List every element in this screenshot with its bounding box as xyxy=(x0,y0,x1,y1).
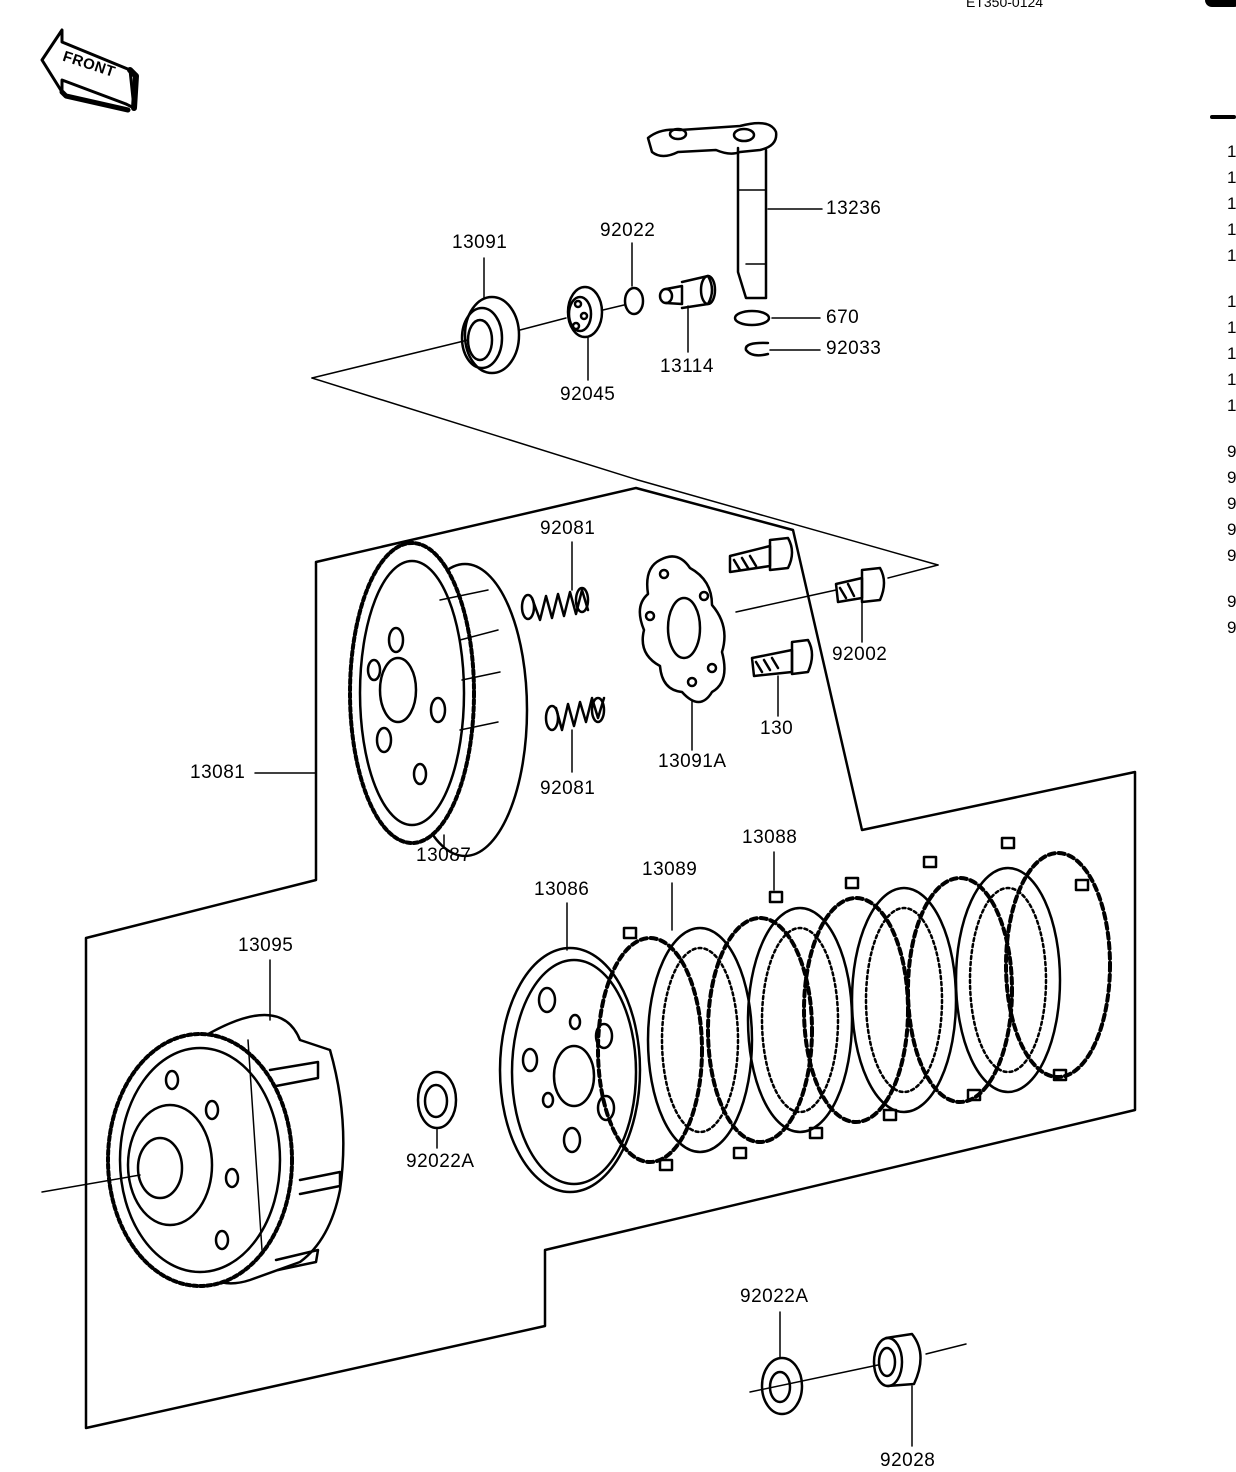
edge-char: 1 xyxy=(1227,318,1236,337)
clutch-housing-13095 xyxy=(106,1013,345,1288)
edge-char: 1 xyxy=(1227,220,1236,239)
spring-92081-lower xyxy=(544,696,606,732)
label-13114: 13114 xyxy=(660,356,714,377)
label-13081: 13081 xyxy=(190,762,246,783)
o-ring-670 xyxy=(733,309,771,327)
edge-char: 1 xyxy=(1227,246,1236,265)
diagram-code: ET350-0124 xyxy=(966,0,1044,10)
pressure-plate-13091A xyxy=(638,555,726,704)
label-92033: 92033 xyxy=(826,338,882,359)
edge-char: 1 xyxy=(1227,396,1236,415)
edge-char: 9 xyxy=(1227,442,1236,461)
label-13088: 13088 xyxy=(742,827,798,848)
label-92081-upper: 92081 xyxy=(540,518,596,539)
label-92022A-mid: 92022A xyxy=(406,1151,475,1172)
spring-92081-upper xyxy=(520,586,590,622)
circlip-92033 xyxy=(744,341,770,357)
label-92002: 92002 xyxy=(832,644,888,665)
label-130: 130 xyxy=(760,718,794,739)
collar-92028 xyxy=(872,1332,922,1388)
bolt-130 xyxy=(750,638,814,678)
label-13089: 13089 xyxy=(642,859,698,880)
washer-92022A-mid xyxy=(416,1070,458,1130)
oil-seal-13091 xyxy=(460,295,521,375)
release-lever-shaft xyxy=(646,121,778,300)
label-13091A: 13091A xyxy=(658,751,727,772)
label-92028: 92028 xyxy=(880,1450,936,1471)
washer-92022 xyxy=(623,286,645,316)
edge-char: 9 xyxy=(1227,618,1236,637)
edge-char: 1 xyxy=(1227,142,1236,161)
edge-char: 1 xyxy=(1227,292,1236,311)
label-92045: 92045 xyxy=(560,384,616,405)
push-piece-13114 xyxy=(658,274,717,310)
front-arrow-icon xyxy=(40,28,139,113)
label-92081-lower: 92081 xyxy=(540,778,596,799)
edge-char: 9 xyxy=(1227,494,1236,513)
washer-92022A-ring xyxy=(760,1356,804,1416)
label-13236: 13236 xyxy=(826,198,882,219)
edge-char: 9 xyxy=(1227,520,1236,539)
edge-char: 1 xyxy=(1227,344,1236,363)
bolt-upper xyxy=(728,536,794,574)
label-13095: 13095 xyxy=(238,935,294,956)
bearing-92045 xyxy=(566,285,604,339)
friction-steel-plate-stack xyxy=(596,836,1112,1172)
plate-13086 xyxy=(498,946,642,1194)
edge-char: 1 xyxy=(1227,370,1236,389)
label-92022A-lower: 92022A xyxy=(740,1286,809,1307)
edge-char: 1 xyxy=(1227,194,1236,213)
edge-char: 9 xyxy=(1227,592,1236,611)
assembly-outline xyxy=(84,486,1137,1430)
label-13091: 13091 xyxy=(452,232,508,253)
bolt-92002 xyxy=(834,566,886,604)
label-92022: 92022 xyxy=(600,220,656,241)
label-670: 670 xyxy=(826,307,860,328)
edge-char: 9 xyxy=(1227,546,1236,565)
clutch-hub-13087 xyxy=(348,541,529,858)
label-13086: 13086 xyxy=(534,879,590,900)
label-13087: 13087 xyxy=(416,845,472,866)
edge-char: 9 xyxy=(1227,468,1236,487)
edge-char: 1 xyxy=(1227,168,1236,187)
